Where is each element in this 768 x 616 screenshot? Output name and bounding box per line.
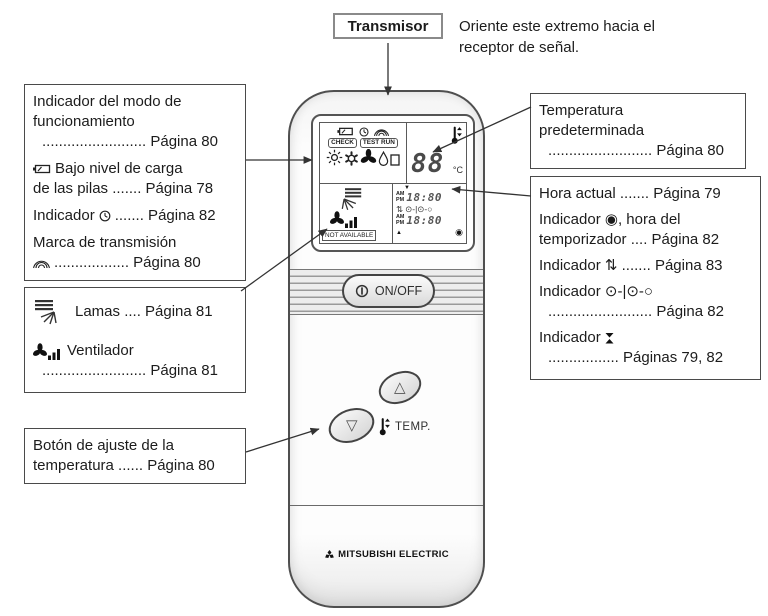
callout-text: Botón de ajuste de la	[33, 437, 174, 454]
clock-icon	[359, 126, 369, 137]
transmission-waves-icon	[374, 126, 389, 137]
triangle-up-segment: ▲	[396, 229, 402, 236]
temp-up-button[interactable]: △	[373, 364, 427, 411]
callout-preset-temperature: Temperatura predeterminada .............…	[530, 93, 746, 169]
callout-page-ref: temperatura ...... Página 80	[33, 457, 215, 474]
callout-page-ref: temporizador .... Página 82	[539, 231, 720, 248]
callout-text: Indicador ⊙-|⊙-○	[539, 283, 653, 300]
lcd-mode-section: CHECK TEST RUN	[319, 122, 407, 184]
fan-bars-icon	[330, 211, 360, 228]
callout-text: Indicador del modo de	[33, 93, 182, 110]
callout-text: predeterminada	[539, 122, 645, 139]
brand-name: MITSUBISHI ELECTRIC	[338, 549, 449, 560]
temp-caption: TEMP.	[378, 417, 431, 436]
battery-low-icon	[337, 127, 354, 136]
lcd-louver-fan-section: NOT AVAILABLE	[319, 183, 393, 244]
callout-page-ref: ......................... Página 82	[548, 303, 724, 320]
callout-text: Ventilador	[67, 342, 134, 359]
square-icon	[390, 154, 400, 166]
triangle-up-icon: △	[394, 379, 406, 397]
callout-page-ref: Hora actual ....... Página 79	[539, 185, 721, 202]
onoff-button[interactable]: ON/OFF	[342, 274, 435, 308]
gear-icon	[344, 151, 359, 166]
orientation-note-line1: Oriente este extremo hacia el	[459, 18, 655, 35]
thermometer-icon	[450, 125, 463, 145]
callout-page-ref: Indicador ⇅ ....... Página 83	[539, 257, 723, 274]
lcd-display: CHECK TEST RUN	[311, 114, 475, 252]
power-icon	[355, 284, 369, 298]
callout-page-ref: ....... Página 82	[114, 207, 216, 224]
callout-page-ref: ......................... Página 81	[42, 362, 218, 379]
time-top-value: 18:80	[406, 191, 443, 204]
orientation-note: Oriente este extremo hacia el receptor d…	[459, 16, 689, 58]
orientation-note-line2: receptor de señal.	[459, 39, 580, 56]
temperature-unit: °C	[452, 165, 463, 175]
brand-logo: MITSUBISHI ELECTRIC	[290, 549, 483, 560]
sun-icon	[326, 149, 343, 166]
drop-icon	[378, 151, 389, 166]
callout-time-indicators: Hora actual ....... Página 79 Indicador …	[530, 176, 761, 380]
timer-dot-segment: ◉	[455, 227, 463, 237]
mitsubishi-logo-icon	[324, 549, 335, 560]
callout-text: Marca de transmisión	[33, 234, 177, 251]
callout-text: Indicador	[539, 329, 601, 346]
clock-icon	[99, 210, 111, 222]
time-bottom-value: 18:80	[406, 214, 443, 227]
not-available-segment: NOT AVAILABLE	[322, 230, 377, 241]
callout-text: funcionamiento	[33, 113, 135, 130]
callout-text: Temperatura	[539, 102, 624, 119]
temperature-value: 88	[411, 149, 445, 179]
louver-spray-icon	[336, 187, 363, 211]
callout-text: Bajo nivel de carga	[55, 160, 183, 177]
transmission-waves-icon	[33, 257, 50, 269]
thermometer-icon	[378, 417, 391, 436]
onoff-label: ON/OFF	[374, 284, 423, 298]
triangle-down-segment: ▼	[404, 185, 410, 191]
callout-page-ref: ......................... Página 80	[42, 133, 218, 150]
battery-low-icon	[33, 164, 51, 174]
louver-spray-icon	[33, 299, 63, 325]
body-separator-line	[290, 505, 483, 506]
transmitter-label: Transmisor	[333, 13, 443, 39]
fan-bars-icon	[33, 342, 63, 360]
callout-page-ref: de las pilas ....... Página 78	[33, 180, 214, 197]
temp-down-button[interactable]: ▽	[323, 401, 380, 450]
check-segment: CHECK	[328, 138, 357, 148]
callout-text: Indicador ◉, hora del	[539, 211, 681, 228]
callout-page-ref: ................. Páginas 79, 82	[548, 349, 724, 366]
callout-text: Indicador	[33, 207, 95, 224]
remote-control: CHECK TEST RUN	[288, 90, 485, 608]
callout-page-ref: Lamas .... Página 81	[75, 303, 213, 320]
updown-arrows-segment: ⇅	[396, 204, 404, 214]
hourglass-icon	[605, 332, 614, 344]
callout-page-ref: ......................... Página 80	[548, 142, 724, 159]
callout-operation-mode: Indicador del modo de funcionamiento ...…	[24, 84, 246, 281]
callout-page-ref: .................. Página 80	[54, 254, 201, 271]
test-run-segment: TEST RUN	[359, 138, 398, 148]
triangle-down-icon: ▽	[345, 417, 358, 435]
callout-louver-fan: Lamas .... Página 81 Ventilador ........…	[24, 287, 246, 393]
lcd-temperature-section: 88 °C	[406, 122, 467, 184]
fan-icon	[360, 149, 377, 166]
timer-chain-segment: ⊙-|⊙-○	[405, 204, 433, 214]
callout-temp-button: Botón de ajuste de la temperatura ......…	[24, 428, 246, 484]
temp-caption-label: TEMP.	[395, 420, 431, 433]
